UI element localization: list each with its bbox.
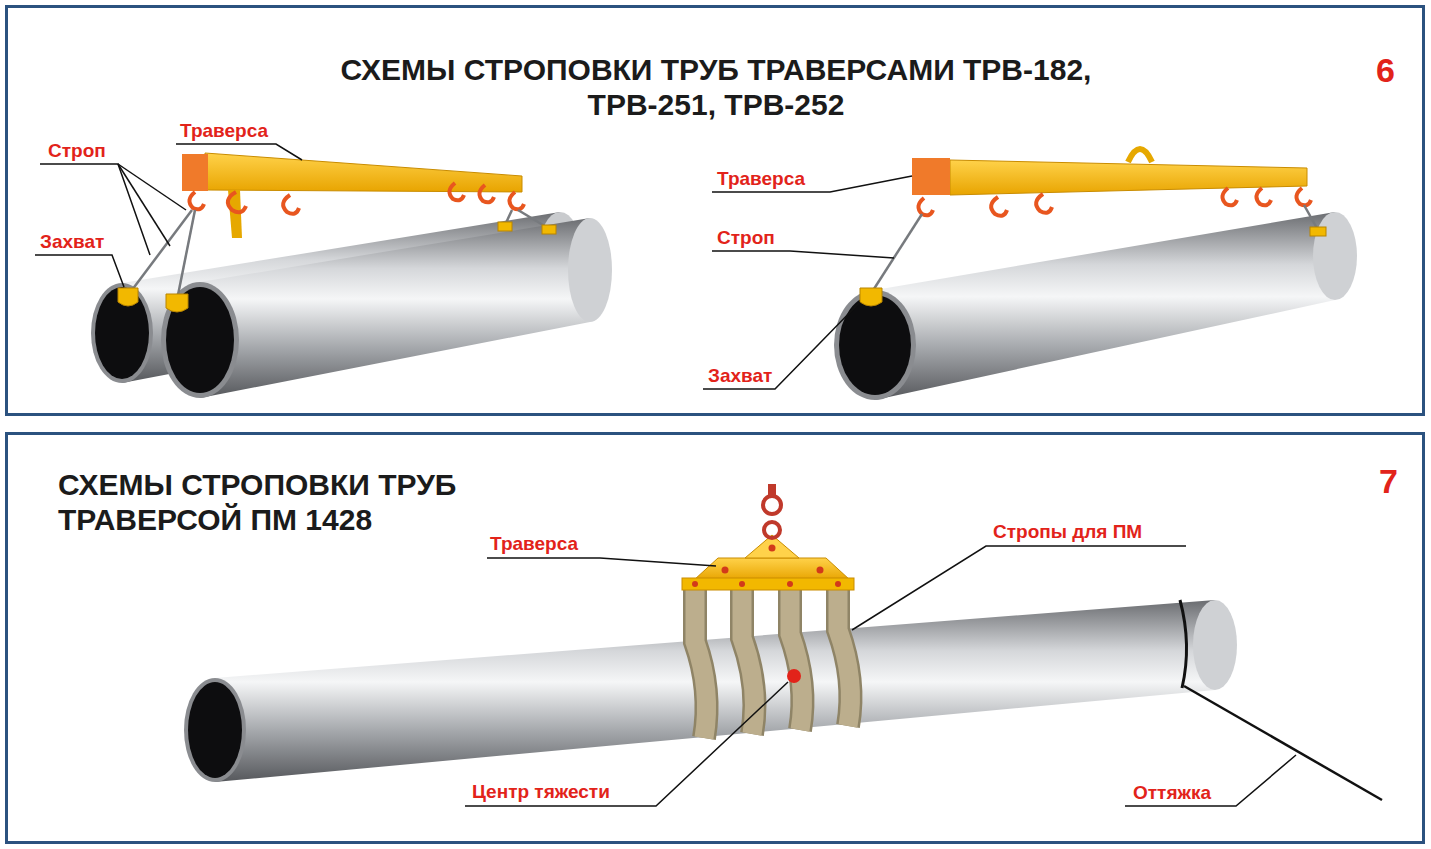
callout-label: Строп [717,227,775,249]
scheme-panel: СХЕМЫ СТРОПОВКИ ТРУБ ТРАВЕРСАМИ ТРВ-182,… [5,5,1425,416]
callout-label: Захват [40,231,104,253]
pm-traverse [682,484,854,590]
sling [872,205,1318,292]
callout-label: Траверса [490,533,578,555]
pipe-grip [860,227,1326,306]
callout-label: Центр тяжести [472,781,610,803]
scheme-panel: СХЕМЫ СТРОПОВКИ ТРУБ ТРАВЕРСОЙ ПМ 1428 7 [5,432,1425,844]
leader-lines [35,144,1296,806]
single-pipe [834,212,1357,400]
pipe-grip [118,222,556,312]
sling [132,210,548,295]
guy-rope [1184,686,1382,800]
panel-number: 6 [1376,52,1395,88]
callout-label: Стропы для ПМ [993,521,1142,543]
textile-slings [695,588,850,738]
callout-label: Траверса [717,168,805,190]
callout-label: Оттяжка [1133,782,1211,804]
panel-heading: СХЕМЫ СТРОПОВКИ ТРУБ ТРАВЕРСОЙ ПМ 1428 [58,467,618,537]
panel-heading: СХЕМЫ СТРОПОВКИ ТРУБ ТРАВЕРСАМИ ТРВ-182,… [316,52,1116,122]
traverse-beam [182,153,524,238]
traverse-beam [912,149,1311,216]
callout-label: Траверса [180,120,268,142]
center-of-gravity-dot [787,669,801,683]
panel-number: 7 [1379,463,1398,499]
callout-label: Захват [708,365,772,387]
callout-label: Строп [48,140,106,162]
